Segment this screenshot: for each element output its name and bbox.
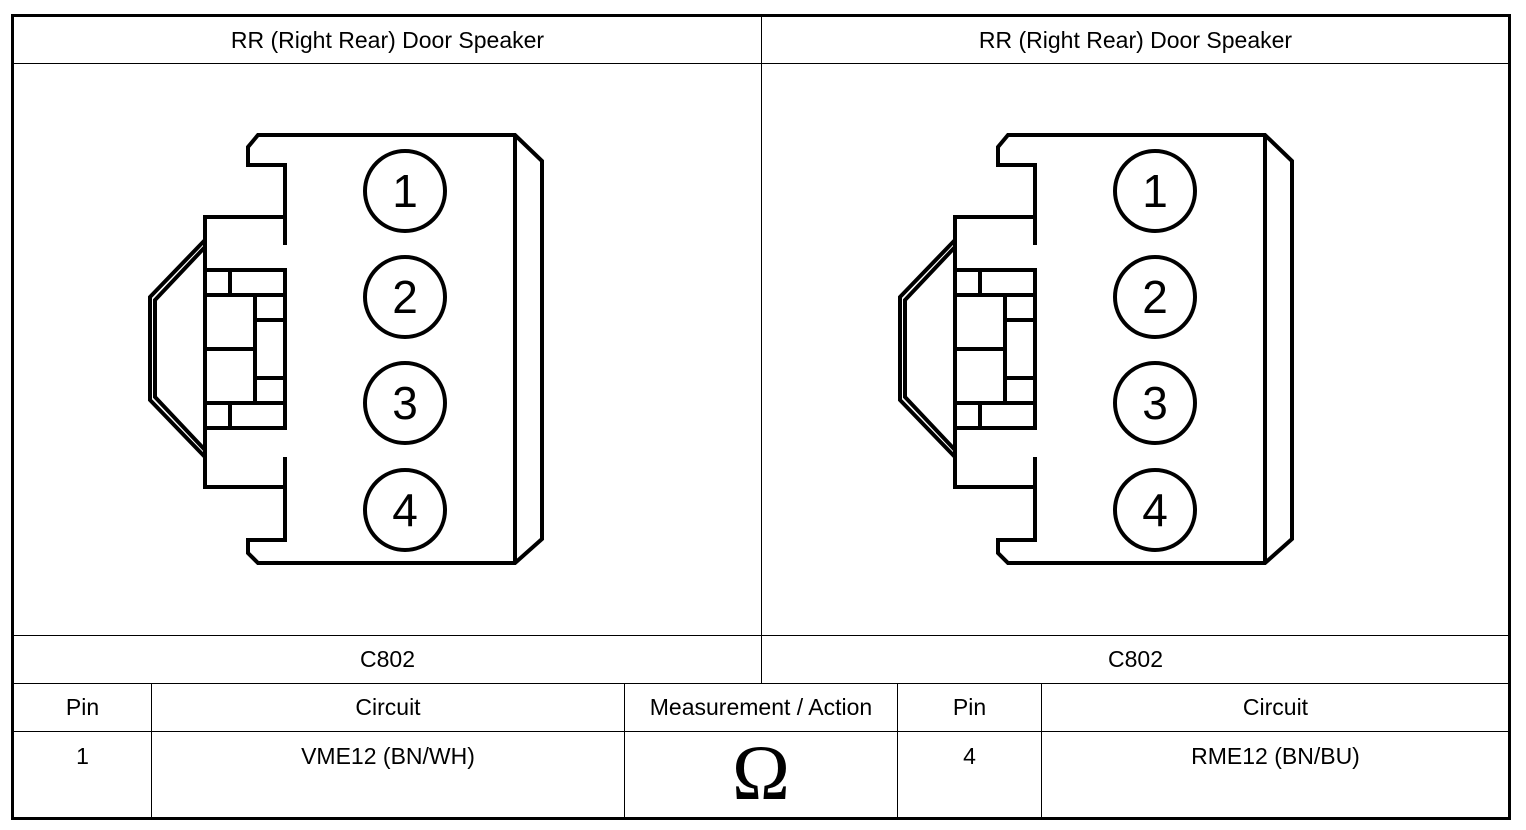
connector-title-right: RR (Right Rear) Door Speaker xyxy=(978,26,1293,53)
header-circuit-a: Circuit xyxy=(355,694,421,720)
pin-number: 1 xyxy=(392,165,418,217)
divider xyxy=(624,684,625,818)
header-measurement: Measurement / Action xyxy=(649,694,873,720)
connector-diagram-left: 1 2 3 4 xyxy=(148,133,544,565)
row-circuit-b: RME12 (BN/BU) xyxy=(1191,743,1360,769)
pin-number: 1 xyxy=(1142,165,1168,217)
pin-1-marker: 1 xyxy=(1113,149,1197,233)
pin-number: 3 xyxy=(392,377,418,429)
pin-number: 2 xyxy=(392,271,418,323)
pin-3-marker: 3 xyxy=(363,361,447,445)
header-pin-b: Pin xyxy=(952,694,987,720)
pin-number: 4 xyxy=(392,484,418,536)
ohm-symbol-icon: Ω xyxy=(732,729,790,816)
row-measurement: Ω xyxy=(625,732,897,818)
header-pin-a: Pin xyxy=(65,694,100,720)
divider xyxy=(897,684,898,818)
divider xyxy=(1041,684,1042,818)
connector-diagram-right: 1 2 3 4 xyxy=(898,133,1294,565)
row-pin-a: 1 xyxy=(76,743,89,769)
row-circuit-a: VME12 (BN/WH) xyxy=(301,743,475,769)
pin-number: 3 xyxy=(1142,377,1168,429)
connector-test-table xyxy=(11,14,1511,820)
connector-housing xyxy=(148,133,544,565)
row-pin-b: 4 xyxy=(963,743,976,769)
divider xyxy=(761,16,762,684)
divider xyxy=(151,684,152,818)
connector-code-right: C802 xyxy=(1108,646,1163,672)
pin-2-marker: 2 xyxy=(363,255,447,339)
pin-3-marker: 3 xyxy=(1113,361,1197,445)
pin-number: 2 xyxy=(1142,271,1168,323)
pin-4-marker: 4 xyxy=(363,468,447,552)
connector-housing xyxy=(898,133,1294,565)
pin-4-marker: 4 xyxy=(1113,468,1197,552)
connector-title-left: RR (Right Rear) Door Speaker xyxy=(230,26,545,53)
pin-1-marker: 1 xyxy=(363,149,447,233)
header-circuit-b: Circuit xyxy=(1242,694,1309,720)
pin-number: 4 xyxy=(1142,484,1168,536)
connector-code-left: C802 xyxy=(360,646,415,672)
pin-2-marker: 2 xyxy=(1113,255,1197,339)
divider xyxy=(13,731,1510,732)
